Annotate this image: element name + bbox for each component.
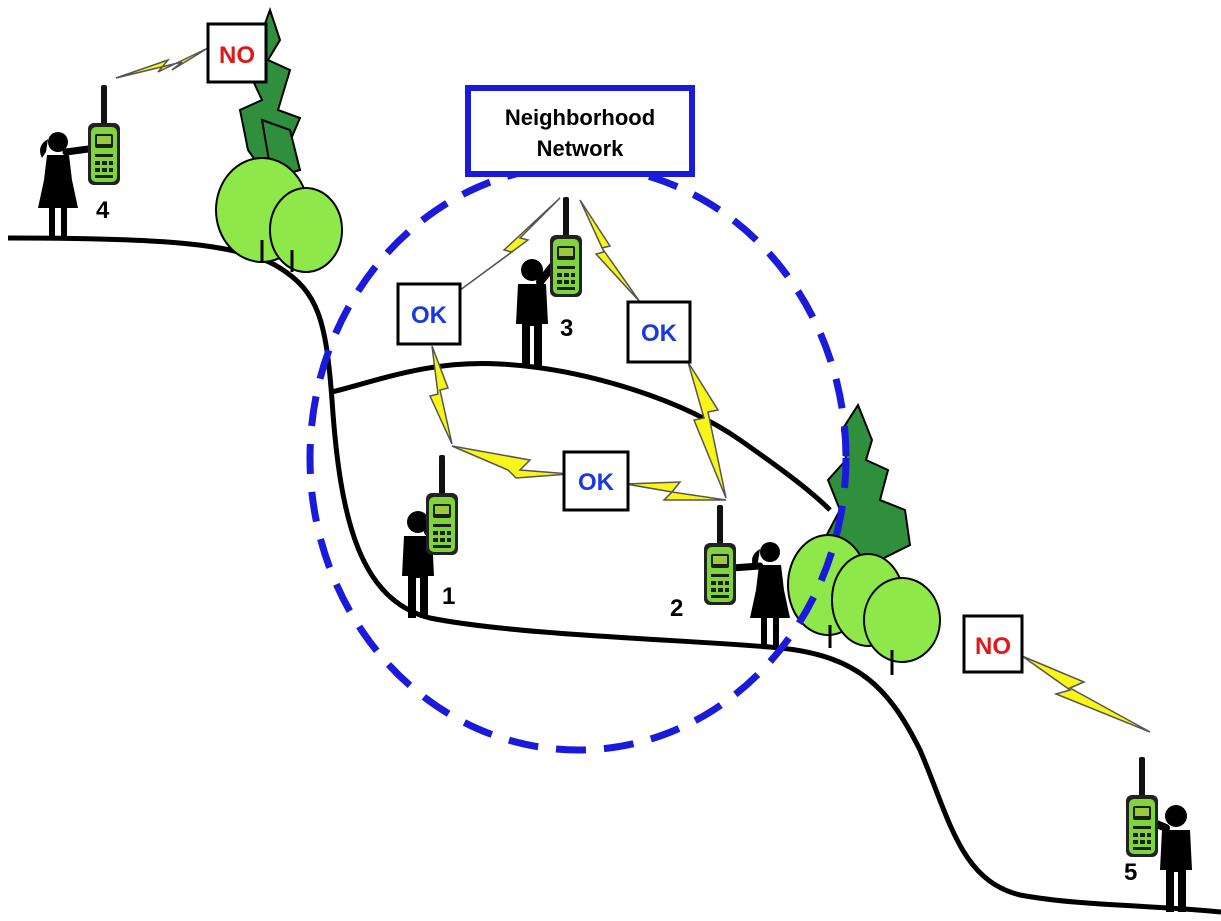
bolt-3-ok-right xyxy=(579,199,641,303)
svg-text:OK: OK xyxy=(578,469,615,496)
person-4-number: 4 xyxy=(96,197,110,224)
person-1-number: 1 xyxy=(442,583,455,610)
network-title-line2: Network xyxy=(537,136,625,161)
no-label-right: NO xyxy=(962,614,1024,674)
tree-cluster-right xyxy=(787,402,941,675)
person-5-number: 5 xyxy=(1124,859,1137,886)
tree-cluster-left xyxy=(215,6,343,273)
network-title-line1: Neighborhood xyxy=(505,105,655,130)
bolt-ok-2 xyxy=(687,361,727,499)
person-3-number: 3 xyxy=(560,315,573,342)
svg-text:NO: NO xyxy=(975,633,1011,660)
network-title-box: Neighborhood Network xyxy=(465,85,695,177)
ok-label-right: OK xyxy=(626,300,692,364)
ok-label-middle: OK xyxy=(562,450,630,512)
bolt-no-5 xyxy=(1021,655,1151,733)
person-3 xyxy=(516,197,582,366)
person-2-number: 2 xyxy=(670,595,683,622)
terrain xyxy=(7,235,1221,915)
person-2 xyxy=(704,505,790,648)
person-4 xyxy=(38,85,120,238)
bolt-4-no xyxy=(115,47,209,79)
person-5 xyxy=(1126,757,1192,912)
person-1 xyxy=(402,455,458,618)
svg-text:NO: NO xyxy=(219,42,255,69)
bolt-ok-1 xyxy=(428,345,453,445)
upper-ridge-line xyxy=(7,235,1221,915)
hill-top-line xyxy=(331,360,832,512)
svg-text:OK: OK xyxy=(641,320,678,347)
ok-label-left: OK xyxy=(396,282,462,346)
svg-text:OK: OK xyxy=(411,302,448,329)
no-label-top: NO xyxy=(206,22,268,84)
bolt-ok-2b xyxy=(625,481,727,501)
bolt-1-ok xyxy=(451,445,571,479)
